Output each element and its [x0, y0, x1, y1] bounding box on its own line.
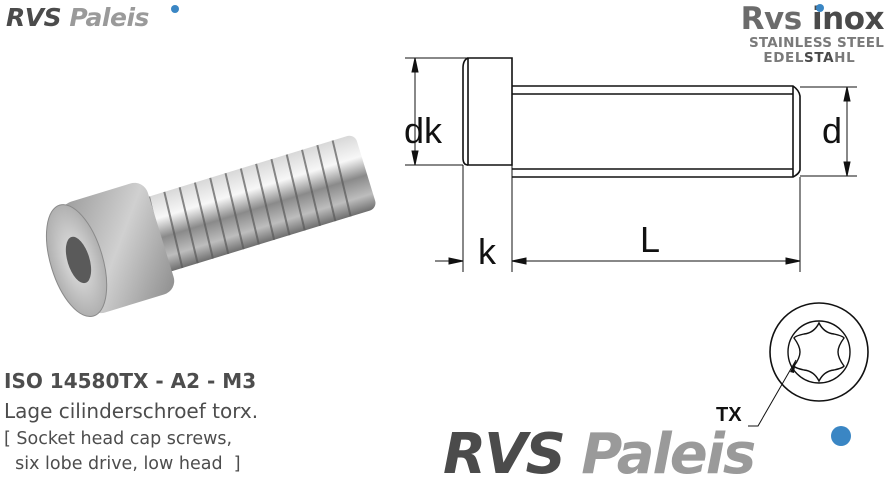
brand-logo-small: RVS Paleis	[6, 3, 149, 32]
edelstahl-part3: HL	[834, 50, 856, 66]
stainless-steel-label: STAINLESS STEEL	[749, 35, 884, 51]
logo-paleis-text: Paleis	[69, 3, 149, 32]
logo-large-rvs-text: RVS	[443, 422, 566, 487]
dim-label-L: L	[640, 219, 661, 260]
inox-logo-rvs: Rvs	[740, 1, 803, 37]
dim-label-d: d	[822, 110, 843, 151]
technical-drawing	[405, 57, 857, 272]
logo-rvs-text: RVS	[6, 3, 62, 32]
product-title: ISO 14580TX - A2 - M3	[4, 369, 257, 393]
inox-dot-icon	[816, 4, 824, 12]
edelstahl-part1: EDEL	[763, 50, 805, 66]
dim-label-dk: dk	[404, 110, 443, 151]
product-description-en-line1: [ Socket head cap screws,	[4, 429, 233, 449]
screw-product-image	[45, 135, 376, 318]
dim-label-k: k	[478, 231, 496, 272]
edelstahl-part2: STA	[804, 50, 835, 66]
torx-drive-icon	[748, 302, 869, 427]
rvs-inox-logo: Rvs inox STAINLESS STEEL EDELSTAHL	[740, 1, 885, 66]
inox-logo-inox: inox	[812, 1, 885, 37]
brand-logo-large: RVS Paleis	[443, 422, 756, 487]
product-description-en-line2: six lobe drive, low head ]	[4, 454, 241, 474]
logo-dot-icon	[171, 5, 179, 13]
edelstahl-label: EDELSTAHL	[741, 51, 878, 66]
tx-label: TX	[716, 404, 742, 426]
product-description-nl: Lage cilinderschroef torx.	[4, 399, 259, 423]
logo-large-dot-icon	[831, 426, 851, 446]
logo-large-paleis-text: Paleis	[581, 422, 756, 487]
